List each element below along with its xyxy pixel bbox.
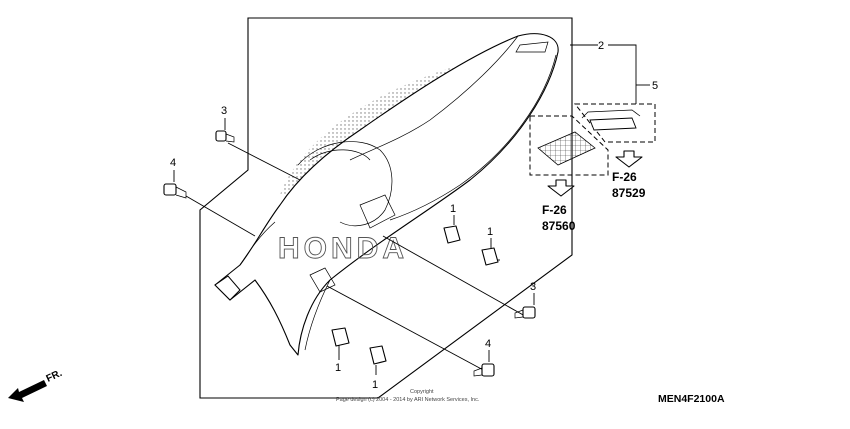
reference-arrow-icon	[615, 150, 643, 168]
ref-code-f26-b[interactable]: F-26	[612, 170, 637, 184]
ref-part-87560[interactable]: 87560	[542, 219, 576, 233]
front-direction-arrow-icon	[8, 380, 47, 402]
callout-3: 3	[530, 281, 536, 293]
callout-2: 2	[598, 40, 604, 52]
callout-4: 4	[170, 157, 176, 169]
diagram-id: MEN4F2100A	[658, 393, 725, 405]
clip-nut-1-c	[331, 327, 350, 347]
callout-5: 5	[652, 80, 658, 92]
clip-nut-1-b	[481, 247, 499, 266]
assembly-frame	[199, 17, 573, 399]
leader-lines	[173, 44, 650, 375]
clip-nut-1-a	[443, 225, 461, 244]
copyright-line-1: Copyright	[410, 389, 434, 395]
reference-arrow-icon	[547, 179, 575, 197]
callout-1: 1	[335, 362, 341, 374]
callout-4: 4	[485, 338, 491, 350]
callout-3: 3	[221, 105, 227, 117]
brand-logo: HONDA	[278, 232, 408, 265]
bolt-4-left	[163, 183, 187, 199]
ref-part-87529[interactable]: 87529	[612, 186, 646, 200]
bolt-4-bottom	[473, 363, 495, 377]
clip-nut-1-d	[369, 345, 387, 365]
callout-1: 1	[450, 203, 456, 215]
label-panel-group	[529, 103, 656, 176]
front-label: FR.	[45, 368, 64, 385]
ref-code-f26-a[interactable]: F-26	[542, 203, 567, 217]
bolt-3-top	[215, 130, 235, 143]
rear-fender	[214, 33, 559, 356]
copyright-line-2: Page design (c) 2004 - 2014 by ARI Netwo…	[336, 397, 480, 403]
callout-1: 1	[372, 379, 378, 391]
callout-1: 1	[487, 226, 493, 238]
bolt-3-right	[514, 306, 536, 319]
